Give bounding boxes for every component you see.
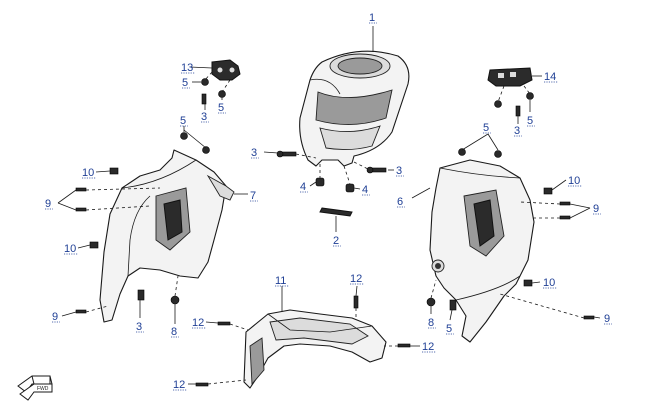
part-11-lower-inner-panel (243, 309, 387, 389)
part-1-center-cover (299, 50, 410, 167)
callout-1: 1 (369, 12, 375, 24)
callout-3: 3 (201, 111, 207, 123)
callout-5: 5 (182, 77, 188, 89)
callout-2: 2 (333, 235, 339, 247)
assembly-lines (85, 71, 585, 385)
callout-8: 8 (428, 317, 434, 329)
callout-8: 8 (171, 326, 177, 338)
callout-11: 11 (275, 275, 286, 287)
callout-13: 13 (181, 62, 193, 74)
fasteners (75, 78, 595, 387)
callout-10: 10 (82, 167, 94, 179)
callout-10: 10 (543, 277, 555, 289)
callout-5: 5 (446, 323, 452, 335)
callout-12: 12 (422, 341, 434, 353)
callout-3: 3 (251, 147, 257, 159)
front-direction-arrow-icon: FWD (17, 375, 53, 401)
callout-14: 14 (544, 71, 556, 83)
part-7-left-side-panel (99, 149, 235, 323)
callout-9: 9 (593, 203, 599, 215)
callout-5: 5 (218, 102, 224, 114)
callout-12: 12 (350, 273, 362, 285)
callout-5: 5 (527, 115, 533, 127)
part-2-strip (319, 207, 353, 217)
svg-text:FWD: FWD (37, 386, 49, 392)
callout-10: 10 (568, 175, 580, 187)
callout-5: 5 (483, 122, 489, 134)
callout-4: 4 (362, 184, 368, 196)
callout-9: 9 (52, 311, 58, 323)
callout-9: 9 (604, 313, 610, 325)
part-6-right-side-panel (429, 159, 535, 343)
callout-6: 6 (397, 196, 403, 208)
callout-12: 12 (192, 317, 204, 329)
callout-12: 12 (173, 379, 185, 391)
callout-5: 5 (180, 115, 186, 127)
callout-9: 9 (45, 198, 51, 210)
part-14-bracket (487, 67, 533, 87)
part-13-bracket (211, 59, 241, 81)
callout-3: 3 (136, 321, 142, 333)
callout-3: 3 (514, 125, 520, 137)
callout-3: 3 (396, 165, 402, 177)
callout-10: 10 (64, 243, 76, 255)
callout-4: 4 (300, 181, 306, 193)
callout-7: 7 (250, 190, 256, 202)
callout-leaders (57, 26, 601, 385)
callout-labels: 1 2 3 3 3 3 3 4 4 5 5 5 5 5 5 6 7 8 8 9 … (45, 12, 610, 391)
